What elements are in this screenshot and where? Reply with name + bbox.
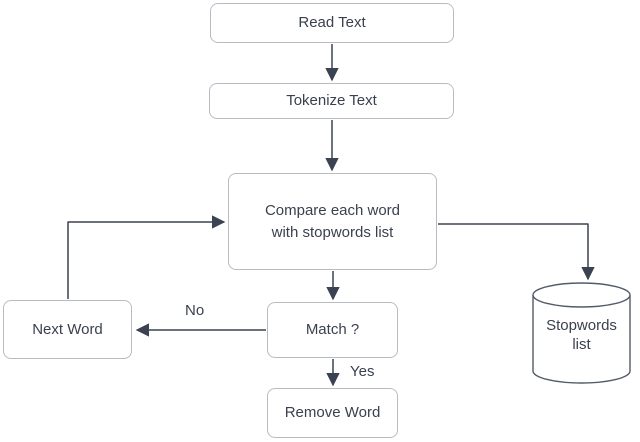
node-label: Read Text	[298, 14, 366, 31]
edge-label-no: No	[183, 302, 207, 319]
node-stopwords-list: Stopwords list	[533, 299, 630, 371]
node-tokenize-text: Tokenize Text	[209, 83, 454, 119]
node-label: Compare each word with stopwords list	[264, 201, 401, 241]
node-read-text: Read Text	[210, 3, 454, 43]
node-label: Match ?	[305, 321, 360, 338]
node-label: Remove Word	[284, 404, 381, 421]
node-label: Next Word	[32, 320, 103, 338]
node-label: Tokenize Text	[286, 92, 377, 109]
edge-compare-to-stopwords	[438, 223, 595, 281]
edge-label-yes: Yes	[348, 363, 377, 380]
node-compare-each-word: Compare each word with stopwords list	[228, 173, 437, 270]
cylinder-shape	[532, 282, 631, 384]
node-remove-word: Remove Word	[267, 388, 398, 438]
node-next-word: Next Word	[3, 300, 132, 359]
node-match-decision: Match ?	[267, 302, 398, 358]
node-label: Stopwords list	[546, 317, 617, 353]
edge-next-word-to-compare	[67, 215, 226, 299]
